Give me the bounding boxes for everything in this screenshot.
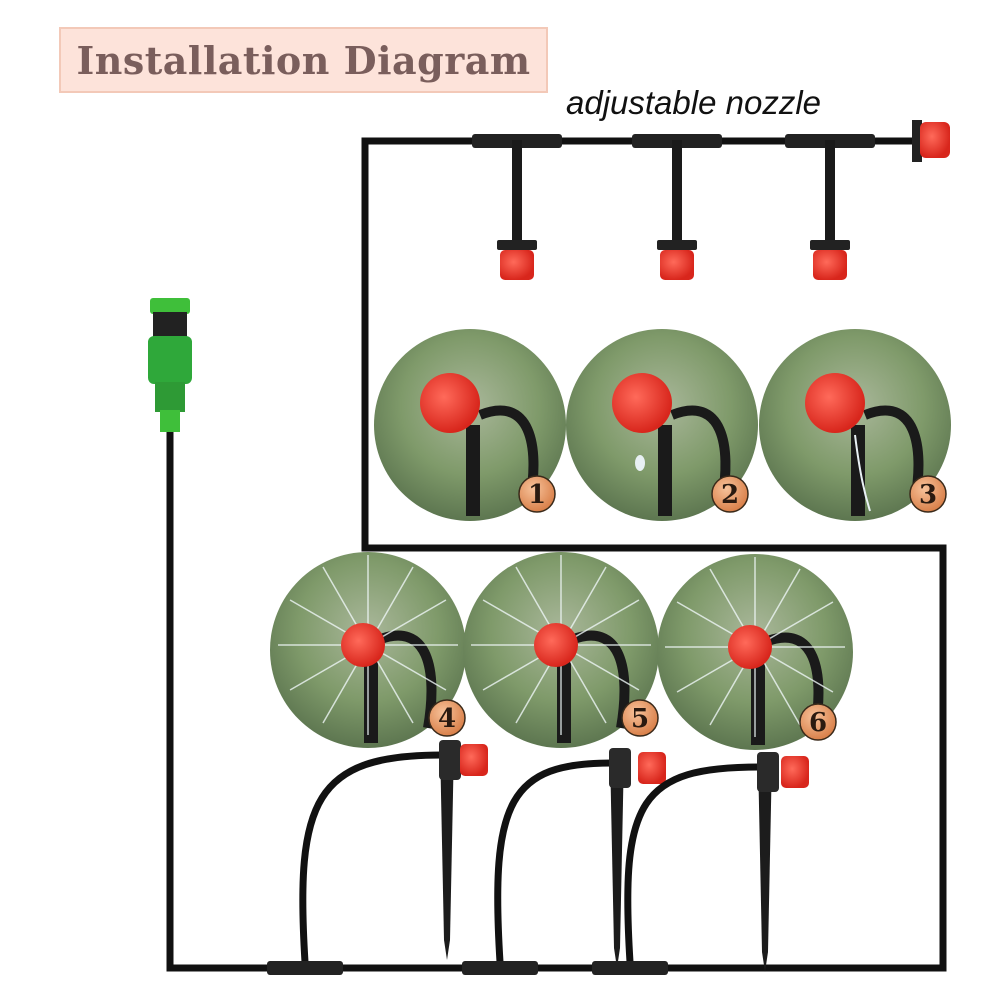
adjustment-photo-1: 1 — [374, 329, 566, 521]
step-number: 6 — [809, 708, 827, 738]
main-pipe — [166, 137, 947, 972]
stake-sprayer — [462, 748, 666, 975]
tee-nozzle — [632, 134, 722, 280]
page-title: Installation Diagram — [76, 37, 531, 83]
step-number: 4 — [438, 704, 456, 734]
step-badge: 5 — [621, 699, 659, 737]
adjustable-nozzle-label: adjustable nozzle — [566, 84, 822, 121]
step-badge: 3 — [909, 475, 947, 513]
adjustment-photo-5: 5 — [463, 552, 659, 748]
step-number: 2 — [721, 480, 739, 510]
red-cap — [728, 625, 772, 669]
red-cap — [534, 623, 578, 667]
step-badge: 2 — [711, 475, 749, 513]
red-cap — [805, 373, 865, 433]
stake-sprayer — [592, 752, 809, 975]
hose-connector — [148, 298, 192, 432]
red-cap — [460, 744, 488, 776]
adjustment-photo-6: 6 — [657, 554, 853, 750]
step-badge: 6 — [799, 703, 837, 741]
red-cap — [813, 250, 847, 280]
end-cap-nozzle — [912, 120, 950, 162]
step-badge: 1 — [518, 475, 556, 513]
adjustment-photo-2: 2 — [566, 329, 758, 521]
adjustment-photo-3: 3 — [759, 329, 951, 521]
title-banner: Installation Diagram — [59, 27, 548, 93]
step-number: 3 — [919, 480, 937, 510]
red-cap — [500, 250, 534, 280]
red-cap — [341, 623, 385, 667]
adjustment-photo-4: 4 — [270, 552, 466, 748]
red-cap — [420, 373, 480, 433]
tee-nozzle — [472, 134, 562, 280]
stake-sprayer — [267, 740, 488, 975]
red-cap — [660, 250, 694, 280]
red-cap — [638, 752, 666, 784]
step-number: 5 — [631, 704, 649, 734]
red-cap — [781, 756, 809, 788]
tee-nozzle — [785, 134, 875, 280]
red-cap — [612, 373, 672, 433]
step-badge: 4 — [428, 699, 466, 737]
step-number: 1 — [528, 480, 546, 510]
